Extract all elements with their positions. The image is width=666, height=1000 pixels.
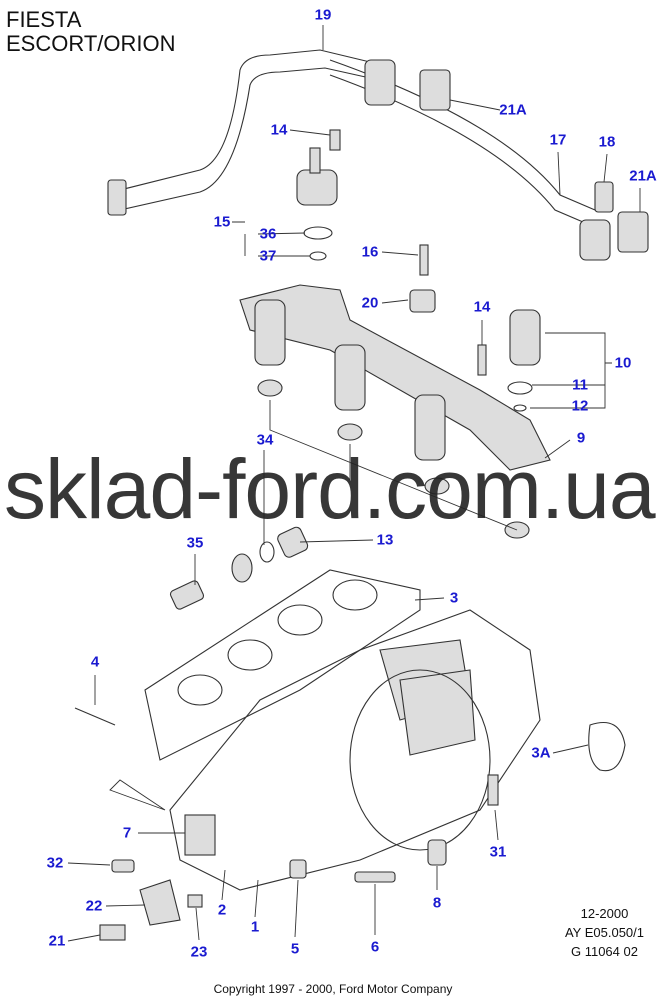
callout-7[interactable]: 7 — [122, 824, 132, 842]
callout-21a[interactable]: 21A — [629, 167, 657, 185]
reference-block: 12-2000 AY E05.050/1 G 11064 02 — [565, 904, 644, 961]
callout-14[interactable]: 14 — [473, 298, 491, 316]
model-title: FIESTA ESCORT/ORION — [6, 7, 176, 56]
callout-2[interactable]: 2 — [217, 901, 227, 919]
callout-37[interactable]: 37 — [259, 247, 277, 265]
callout-22[interactable]: 22 — [85, 897, 103, 915]
callout-9[interactable]: 9 — [576, 429, 586, 447]
callout-13[interactable]: 13 — [376, 531, 394, 549]
callout-1[interactable]: 1 — [250, 918, 260, 936]
callout-3a[interactable]: 3A — [531, 744, 551, 762]
callout-21a[interactable]: 21A — [499, 101, 527, 119]
reference-date: 12-2000 — [580, 906, 629, 921]
callout-35[interactable]: 35 — [186, 534, 204, 552]
callout-15[interactable]: 15 — [213, 213, 231, 231]
callout-31[interactable]: 31 — [489, 843, 507, 861]
callout-17[interactable]: 17 — [549, 131, 567, 149]
callout-20[interactable]: 20 — [361, 294, 379, 312]
watermark: sklad-ford.com.ua — [4, 442, 656, 536]
callout-3[interactable]: 3 — [449, 589, 459, 607]
callout-11[interactable]: 11 — [572, 376, 588, 394]
copyright: Copyright 1997 - 2000, Ford Motor Compan… — [213, 982, 453, 996]
callout-10[interactable]: 10 — [614, 354, 632, 372]
callout-12[interactable]: 12 — [571, 397, 589, 415]
callout-8[interactable]: 8 — [432, 894, 442, 912]
callout-21[interactable]: 21 — [48, 932, 66, 950]
callout-23[interactable]: 23 — [190, 943, 208, 961]
reference-code: AY E05.050/1 — [564, 925, 644, 940]
callout-14[interactable]: 14 — [270, 121, 288, 139]
callout-32[interactable]: 32 — [46, 854, 64, 872]
callout-36[interactable]: 36 — [259, 225, 277, 243]
callout-18[interactable]: 18 — [598, 133, 616, 151]
figure-number: G 11064 02 — [570, 944, 638, 959]
callout-16[interactable]: 16 — [361, 243, 379, 261]
callout-19[interactable]: 19 — [314, 6, 332, 24]
callout-6[interactable]: 6 — [370, 938, 380, 956]
callout-4[interactable]: 4 — [90, 653, 100, 671]
callout-34[interactable]: 34 — [256, 431, 274, 449]
callout-5[interactable]: 5 — [290, 940, 300, 958]
